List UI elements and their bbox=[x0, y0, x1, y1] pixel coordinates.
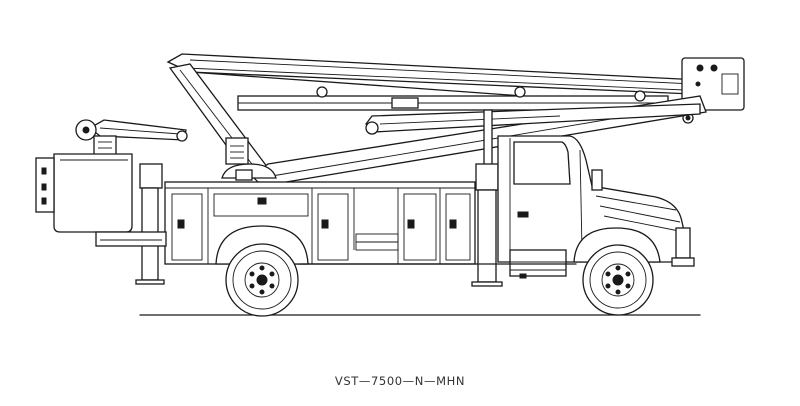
bucket bbox=[35, 153, 133, 233]
rear-outrigger bbox=[135, 163, 165, 285]
model-caption: VST—7500—N—MHN bbox=[334, 374, 466, 388]
front-outrigger bbox=[471, 109, 503, 287]
upper-boom bbox=[166, 53, 741, 97]
lower-boom-cylinder bbox=[365, 103, 701, 135]
upper-boom-cylinder bbox=[189, 71, 691, 111]
utility-body bbox=[95, 181, 476, 265]
truck-cab bbox=[497, 135, 695, 279]
jib-arm bbox=[75, 119, 188, 157]
turret bbox=[221, 137, 277, 181]
front-wheel bbox=[573, 227, 661, 316]
rear-wheel bbox=[215, 225, 309, 317]
